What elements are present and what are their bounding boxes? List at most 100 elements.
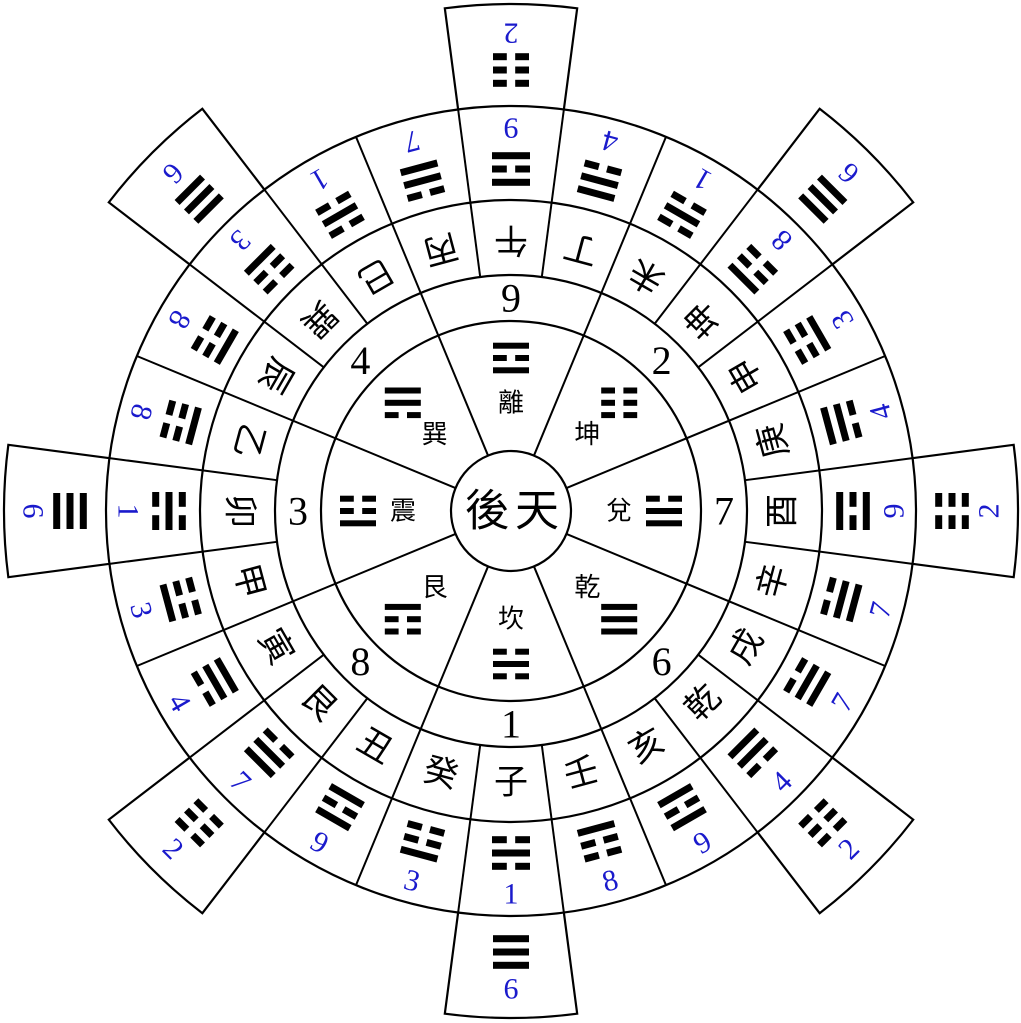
yang-line <box>53 493 61 529</box>
ring-trigram-icon <box>836 492 870 530</box>
yin-line-right <box>178 515 186 530</box>
inner-trigram-icon <box>493 342 529 374</box>
center-title-char: 天 <box>515 487 559 536</box>
yin-line-left <box>806 341 820 359</box>
yin-line-left <box>152 492 160 507</box>
yin-line-right <box>493 53 507 61</box>
yin-line-left <box>794 348 809 365</box>
yin-line-right <box>794 657 809 674</box>
yang-line <box>601 628 638 635</box>
yin-line-right <box>783 328 797 345</box>
yin-line-left <box>492 862 507 870</box>
sector-divider <box>566 355 886 489</box>
yang-line <box>493 948 529 956</box>
yin-line-right <box>407 616 421 623</box>
yin-line-right <box>602 833 619 844</box>
luoshu-number: 3 <box>288 489 308 534</box>
luoshu-number: 1 <box>501 702 521 747</box>
yin-line-right <box>159 422 171 439</box>
yin-line-left <box>817 832 832 848</box>
yang-line <box>399 845 439 863</box>
yin-line-left <box>515 79 529 87</box>
inner-trigram-name: 兌 <box>606 497 632 526</box>
ring-trigram-icon <box>190 315 239 365</box>
inner-trigram-name: 離 <box>498 389 524 418</box>
sector-divider <box>744 457 913 482</box>
yin-line-left <box>384 412 399 419</box>
yin-line-left <box>384 616 399 623</box>
sector-divider <box>263 697 369 833</box>
yin-line-left <box>677 225 694 239</box>
yin-line-right <box>362 508 376 514</box>
sector-divider <box>355 566 489 886</box>
yang-line <box>243 243 276 276</box>
sector-divider <box>540 109 565 278</box>
ring-3 <box>449 449 573 573</box>
inner-trigram-icon <box>601 387 638 419</box>
luoshu-number: 2 <box>652 338 672 383</box>
mountain-label: 午 <box>494 221 528 259</box>
yin-line-right <box>341 806 359 820</box>
ring-trigram-icon <box>243 727 295 779</box>
yang-line <box>213 657 239 694</box>
yin-line-right <box>849 492 857 507</box>
yin-line-left <box>178 492 186 507</box>
yin-line-right <box>425 839 442 850</box>
yang-line <box>576 185 616 202</box>
yin-line-right <box>493 79 507 87</box>
yang-line <box>159 583 177 623</box>
yang-line <box>493 342 529 349</box>
yin-line-right <box>515 862 530 870</box>
yang-line <box>403 172 442 189</box>
yin-line-right <box>190 832 205 848</box>
yin-line-right <box>407 628 421 635</box>
yin-line-right <box>190 335 205 352</box>
sector-divider <box>533 566 667 886</box>
yin-line-left <box>935 515 943 529</box>
yin-line-left <box>601 412 615 419</box>
yang-line <box>399 159 439 177</box>
ring-trigram-icon <box>820 576 863 623</box>
inner-trigram-name: 艮 <box>422 573 448 602</box>
outer-tab <box>906 443 1020 579</box>
ring-trigram-icon <box>727 243 779 295</box>
ring-trigram-icon <box>243 243 295 295</box>
yang-line <box>576 820 616 837</box>
ring-trigram-icon <box>783 315 832 365</box>
yin-line-left <box>429 185 446 196</box>
yang-line <box>806 315 832 352</box>
yin-line-right <box>813 798 829 813</box>
yin-line-right <box>794 321 809 339</box>
yin-line-right <box>832 817 848 832</box>
yin-line-left <box>193 798 209 813</box>
yang-line <box>670 806 707 832</box>
yin-line-right <box>845 399 857 416</box>
yang-line <box>243 746 276 779</box>
yin-line-left <box>601 399 615 406</box>
yin-line-right <box>623 412 638 419</box>
yin-line-left <box>515 53 529 61</box>
yang-line <box>183 183 215 215</box>
tab-trigram-icon <box>53 493 87 529</box>
yin-line-right <box>623 399 638 406</box>
inner-trigram-name: 乾 <box>574 573 600 602</box>
luoshu-number: 4 <box>350 338 370 383</box>
yin-line-left <box>213 321 228 339</box>
sector-divider <box>189 653 325 759</box>
yin-line-left <box>753 269 769 286</box>
yang-line <box>806 670 832 707</box>
yang-line <box>657 783 694 809</box>
ring-trigram-icon <box>399 159 446 202</box>
inner-trigram-icon <box>601 603 638 635</box>
yin-line-right <box>823 807 839 823</box>
yin-line-right <box>762 746 779 762</box>
tab-trigram-icon <box>174 798 224 848</box>
yin-line-right <box>429 826 446 837</box>
sector-divider <box>653 697 759 833</box>
ring-1 <box>273 273 749 749</box>
yang-line <box>493 935 529 943</box>
ring-trigram-icon <box>159 399 202 446</box>
yang-line <box>833 580 850 619</box>
yin-line-left <box>492 836 507 844</box>
